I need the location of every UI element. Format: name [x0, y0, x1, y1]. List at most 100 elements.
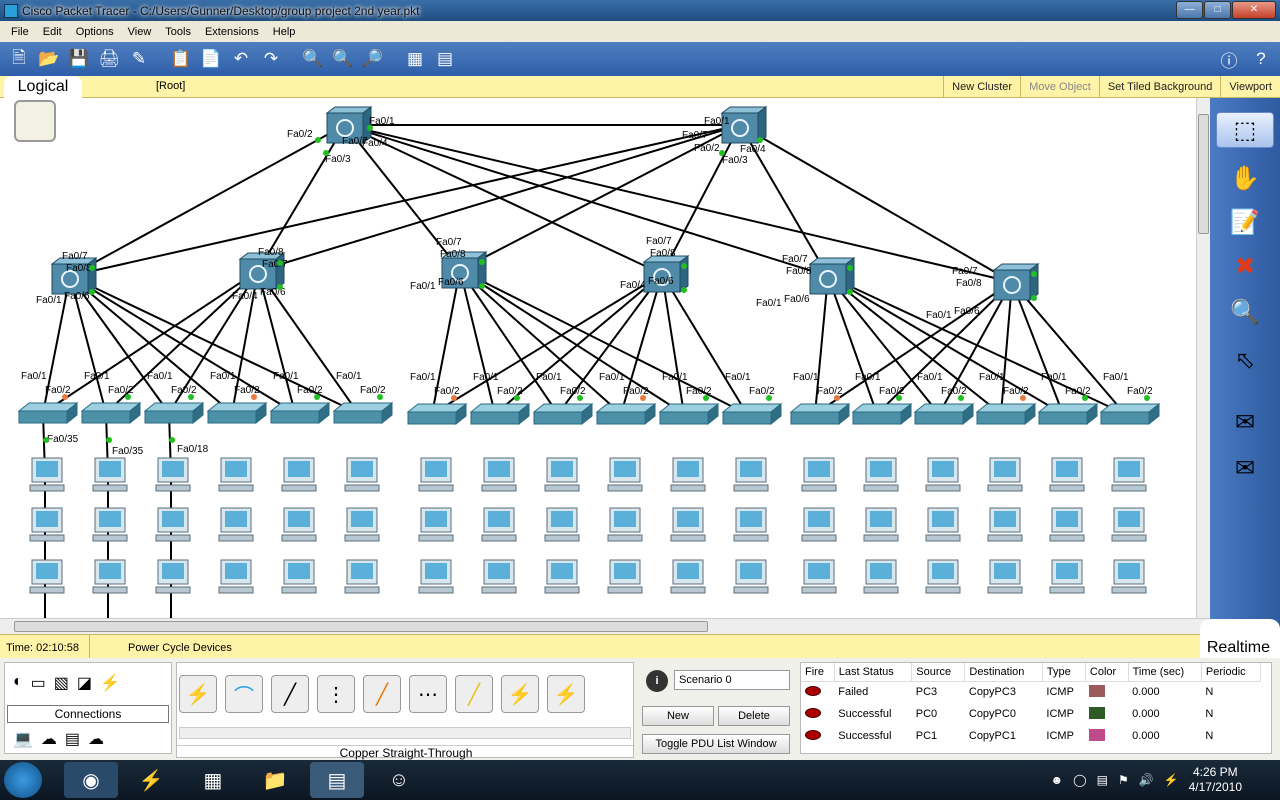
pc-9-2[interactable] [607, 559, 643, 594]
port-label[interactable]: Fa0/6 [648, 276, 674, 287]
port-label[interactable]: Fa0/2 [287, 129, 313, 140]
menu-file[interactable]: File [11, 25, 29, 38]
pc-10-0-keyboard[interactable] [670, 484, 706, 492]
pc-0-2-screen[interactable] [36, 563, 58, 579]
activity-wizard-icon[interactable]: ✎ [131, 49, 147, 68]
col-source[interactable]: Source [911, 663, 966, 682]
access-switch-5[interactable] [332, 401, 394, 425]
port-label[interactable]: Fa0/2 [817, 386, 843, 397]
distribution-switch-2-side[interactable] [477, 251, 487, 289]
pc-6-2[interactable] [418, 559, 454, 594]
pc-2-1[interactable] [155, 507, 191, 542]
port-led[interactable] [169, 437, 175, 443]
access-switch-10[interactable] [658, 402, 720, 426]
pc-10-0-screen[interactable] [677, 461, 699, 477]
port-label[interactable]: Fa0/2 [497, 386, 523, 397]
port-label[interactable]: Fa0/4 [232, 291, 258, 302]
access-switch-11-side[interactable] [770, 402, 782, 426]
port-label[interactable]: Fa0/1 [599, 372, 625, 383]
device-layer[interactable]: Fa0/1Fa0/2Fa0/7Fa0/4Fa0/3Fa0/1Fa0/7Fa0/2… [17, 106, 1161, 594]
port-label[interactable]: Fa0/4 [620, 280, 646, 291]
pc-15-0[interactable] [987, 457, 1023, 492]
port-led[interactable] [367, 125, 373, 131]
inspect-icon[interactable]: 🔍 [1230, 298, 1260, 326]
port-led[interactable] [514, 395, 520, 401]
col-type[interactable]: Type [1042, 663, 1086, 682]
pc-9-2-screen[interactable] [614, 563, 636, 579]
menu-view[interactable]: View [127, 25, 152, 38]
port-label[interactable]: Fa0/8 [786, 266, 812, 277]
pc-16-2-keyboard[interactable] [1049, 586, 1085, 594]
pc-13-2-keyboard[interactable] [863, 586, 899, 594]
port-label[interactable]: Fa0/1 [336, 371, 362, 382]
pc-5-2[interactable] [344, 559, 380, 594]
viewport-button[interactable]: Viewport [1220, 76, 1280, 98]
hubs-icon[interactable]: ▧ [53, 675, 69, 692]
copper-cross-over-icon[interactable]: ⋮ [317, 675, 355, 713]
port-led[interactable] [43, 437, 49, 443]
access-switch-17-body[interactable] [1100, 411, 1150, 425]
access-switch-9-side[interactable] [644, 402, 656, 426]
pc-1-0-keyboard[interactable] [92, 484, 128, 492]
fiber-icon[interactable]: ╱ [363, 675, 401, 713]
distribution-switch-2-icon[interactable] [451, 264, 469, 282]
core-switch-1-icon[interactable] [731, 119, 749, 137]
pc-4-0[interactable] [281, 457, 317, 492]
port-label[interactable]: Fa0/1 [84, 371, 110, 382]
pc-17-1-keyboard[interactable] [1111, 534, 1147, 542]
pc-2-2-screen[interactable] [162, 563, 184, 579]
port-label[interactable]: Fa0/8 [650, 248, 676, 259]
pc-9-2-keyboard[interactable] [607, 586, 643, 594]
pc-0-1-keyboard[interactable] [29, 534, 65, 542]
access-switch-6-side[interactable] [455, 402, 467, 426]
access-switch-5-body[interactable] [333, 410, 383, 424]
access-switch-0-body[interactable] [18, 410, 68, 424]
access-switch-15-side[interactable] [1024, 402, 1036, 426]
pc-12-2[interactable] [801, 559, 837, 594]
phone-cable-icon[interactable]: ⋯ [409, 675, 447, 713]
pc-5-1-keyboard[interactable] [344, 534, 380, 542]
port-led[interactable] [315, 137, 321, 143]
port-label[interactable]: Fa0/7 [436, 237, 462, 248]
pc-2-2[interactable] [155, 559, 191, 594]
port-led[interactable] [188, 394, 194, 400]
port-label[interactable]: Fa0/1 [926, 310, 952, 321]
port-label[interactable]: Fa0/8 [258, 247, 284, 258]
col-periodic[interactable]: Periodic [1201, 663, 1262, 682]
fire-icon[interactable] [805, 707, 821, 718]
access-switch-0-side[interactable] [66, 401, 78, 425]
port-label[interactable]: Fa0/2 [686, 386, 712, 397]
access-switch-10-body[interactable] [659, 411, 709, 425]
pc-1-0-screen[interactable] [99, 461, 121, 477]
pc-5-0-keyboard[interactable] [344, 484, 380, 492]
pc-14-0[interactable] [925, 457, 961, 492]
port-led[interactable] [479, 259, 485, 265]
end-devices-icon[interactable]: 💻 [13, 731, 33, 748]
pc-0-1-screen[interactable] [36, 511, 58, 527]
port-label[interactable]: Fa0/2 [1003, 386, 1029, 397]
port-label[interactable]: Fa0/7 [646, 236, 672, 247]
pc-3-2[interactable] [218, 559, 254, 594]
distribution-switch-3-icon[interactable] [653, 268, 671, 286]
pc-13-2-screen[interactable] [870, 563, 892, 579]
pc-11-2[interactable] [733, 559, 769, 594]
pc-11-2-keyboard[interactable] [733, 586, 769, 594]
pc-3-1-keyboard[interactable] [218, 534, 254, 542]
port-label[interactable]: Fa0/1 [210, 371, 236, 382]
port-label[interactable]: Fa0/8 [66, 263, 92, 274]
pc-12-1-keyboard[interactable] [801, 534, 837, 542]
port-label[interactable]: Fa0/6 [64, 291, 90, 302]
access-switch-12[interactable] [789, 402, 851, 426]
port-label[interactable]: Fa0/6 [260, 287, 286, 298]
pc-10-2[interactable] [670, 559, 706, 594]
distribution-switch-5-icon[interactable] [1003, 276, 1021, 294]
distribution-switch-4-icon[interactable] [819, 270, 837, 288]
set-tiled-background-button[interactable]: Set Tiled Background [1098, 76, 1221, 98]
connections-icon[interactable]: ⚡ [100, 675, 120, 692]
pc-10-0[interactable] [670, 457, 706, 492]
port-led[interactable] [277, 284, 283, 290]
pc-11-1[interactable] [733, 507, 769, 542]
port-label[interactable]: Fa0/6 [954, 306, 980, 317]
access-switch-4-side[interactable] [318, 401, 330, 425]
pc-8-0[interactable] [544, 457, 580, 492]
